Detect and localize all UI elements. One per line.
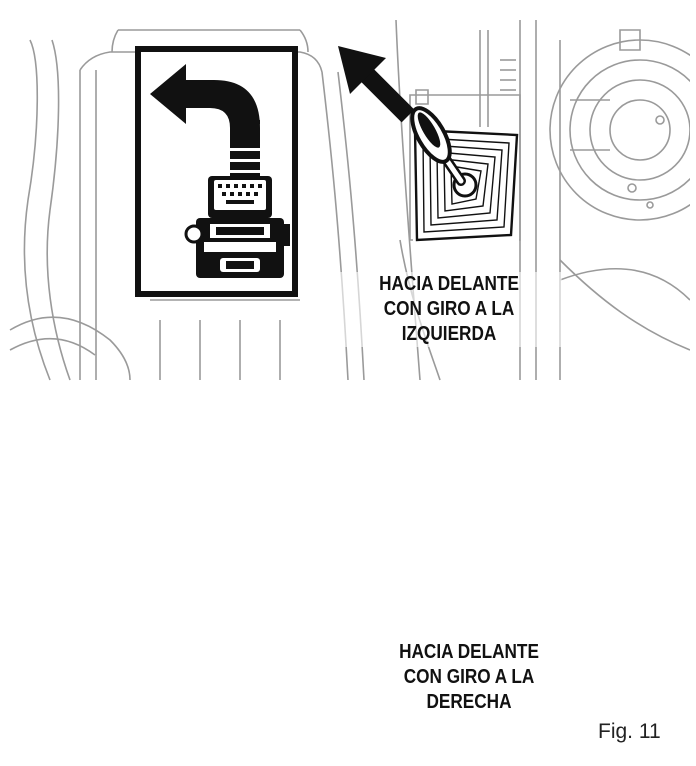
direction-arrow-icon bbox=[338, 46, 415, 123]
caption-line: HACIA DELANTE bbox=[379, 273, 519, 295]
joystick-icon bbox=[410, 106, 519, 243]
figure-label: Fig. 11 bbox=[598, 720, 688, 744]
caption-line: IZQUIERDA bbox=[401, 323, 497, 345]
caption-line: CON GIRO A LA bbox=[403, 666, 535, 688]
top-panel bbox=[9, 19, 690, 381]
bottom-caption: HACIA DELANTE CON GIRO A LA DERECHA bbox=[356, 640, 582, 715]
top-direction-inset bbox=[135, 46, 298, 297]
caption-line: CON GIRO A LA bbox=[383, 298, 515, 320]
top-caption: HACIA DELANTE CON GIRO A LA IZQUIERDA bbox=[336, 272, 562, 347]
caption-line: HACIA DELANTE bbox=[399, 641, 539, 663]
caption-line: DERECHA bbox=[426, 691, 512, 713]
